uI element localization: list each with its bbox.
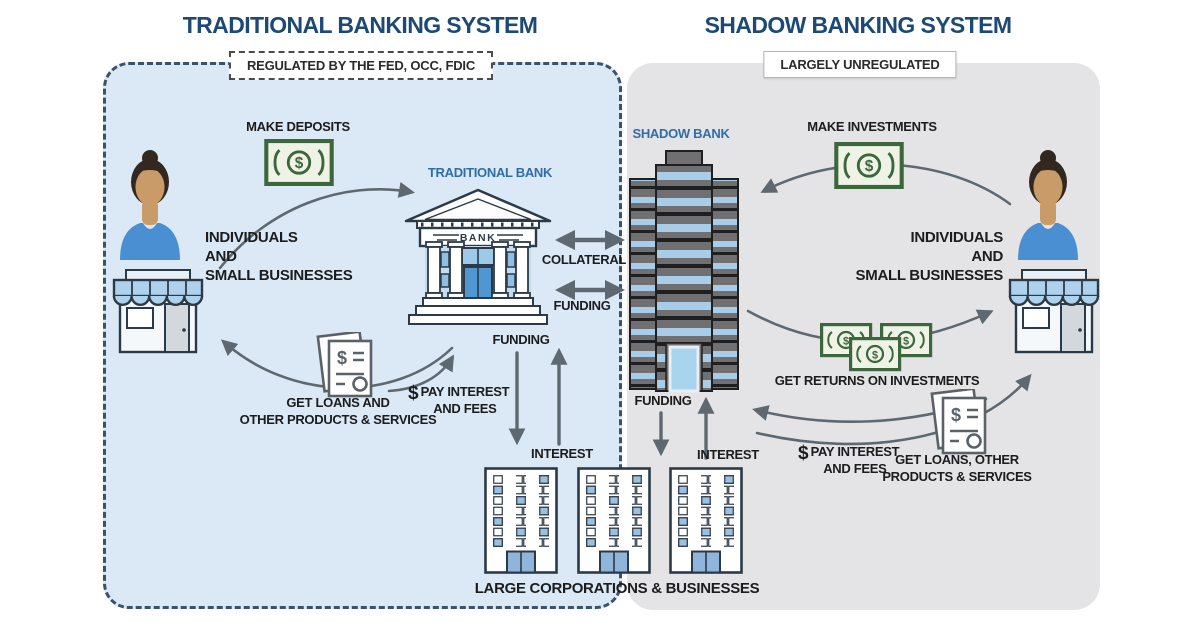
dollar-sign: $ <box>798 443 809 464</box>
bank-sign: BANK <box>460 232 496 244</box>
deposit-money-icon <box>264 139 334 186</box>
interest-up-label-left: INTEREST <box>531 446 593 461</box>
regulated-badge: REGULATED BY THE FED, OCC, FDIC <box>228 51 494 80</box>
shadow-bank-tower-icon <box>629 150 739 393</box>
loan-document-icon-left <box>315 332 377 398</box>
get-loans-label-right: GET LOANS, OTHER PRODUCTS & SERVICES <box>882 452 1032 484</box>
traditional-bank-label: TRADITIONAL BANK <box>427 165 553 180</box>
returns-money-stack-icon <box>819 323 933 372</box>
small-business-storefront-icon-right <box>1006 268 1102 354</box>
collateral-label: COLLATERAL <box>541 252 627 267</box>
traditional-bank-building-icon: BANK <box>404 188 552 325</box>
shadow-bank-label: SHADOW BANK <box>632 126 730 141</box>
office-building-icon <box>484 467 558 574</box>
unregulated-badge: LARGELY UNREGULATED <box>763 51 957 78</box>
individuals-label-right: INDIVIDUALS AND SMALL BUSINESSES <box>855 229 1004 285</box>
shadow-system-title: SHADOW BANKING SYSTEM <box>704 12 1012 38</box>
funding-down-label-left: FUNDING <box>492 332 550 347</box>
make-investments-label: MAKE INVESTMENTS <box>807 119 937 134</box>
dollar-sign: $ <box>408 383 419 404</box>
traditional-system-title: TRADITIONAL BANKING SYSTEM <box>182 12 538 38</box>
get-returns-label: GET RETURNS ON INVESTMENTS <box>774 373 980 388</box>
funding-down-label-right: FUNDING <box>634 393 692 408</box>
large-corporations-label: LARGE CORPORATIONS & BUSINESSES <box>474 580 760 597</box>
individual-person-icon-right <box>1010 148 1086 260</box>
small-business-storefront-icon <box>110 268 206 354</box>
individual-person-icon <box>112 148 188 260</box>
loan-document-icon-right <box>929 389 991 455</box>
pay-interest-label-left: $ PAY INTEREST AND FEES <box>408 383 510 416</box>
office-building-icon <box>669 467 743 574</box>
pay-interest-label-right: $ PAY INTEREST AND FEES <box>798 443 900 476</box>
investment-money-icon <box>834 142 904 189</box>
office-building-icon <box>577 467 651 574</box>
funding-between-label: FUNDING <box>553 298 611 313</box>
interest-up-label-right: INTEREST <box>697 447 759 462</box>
get-loans-label-left: GET LOANS AND OTHER PRODUCTS & SERVICES <box>239 395 437 427</box>
make-deposits-label: MAKE DEPOSITS <box>246 119 350 134</box>
individuals-label-left: INDIVIDUALS AND SMALL BUSINESSES <box>205 229 353 285</box>
